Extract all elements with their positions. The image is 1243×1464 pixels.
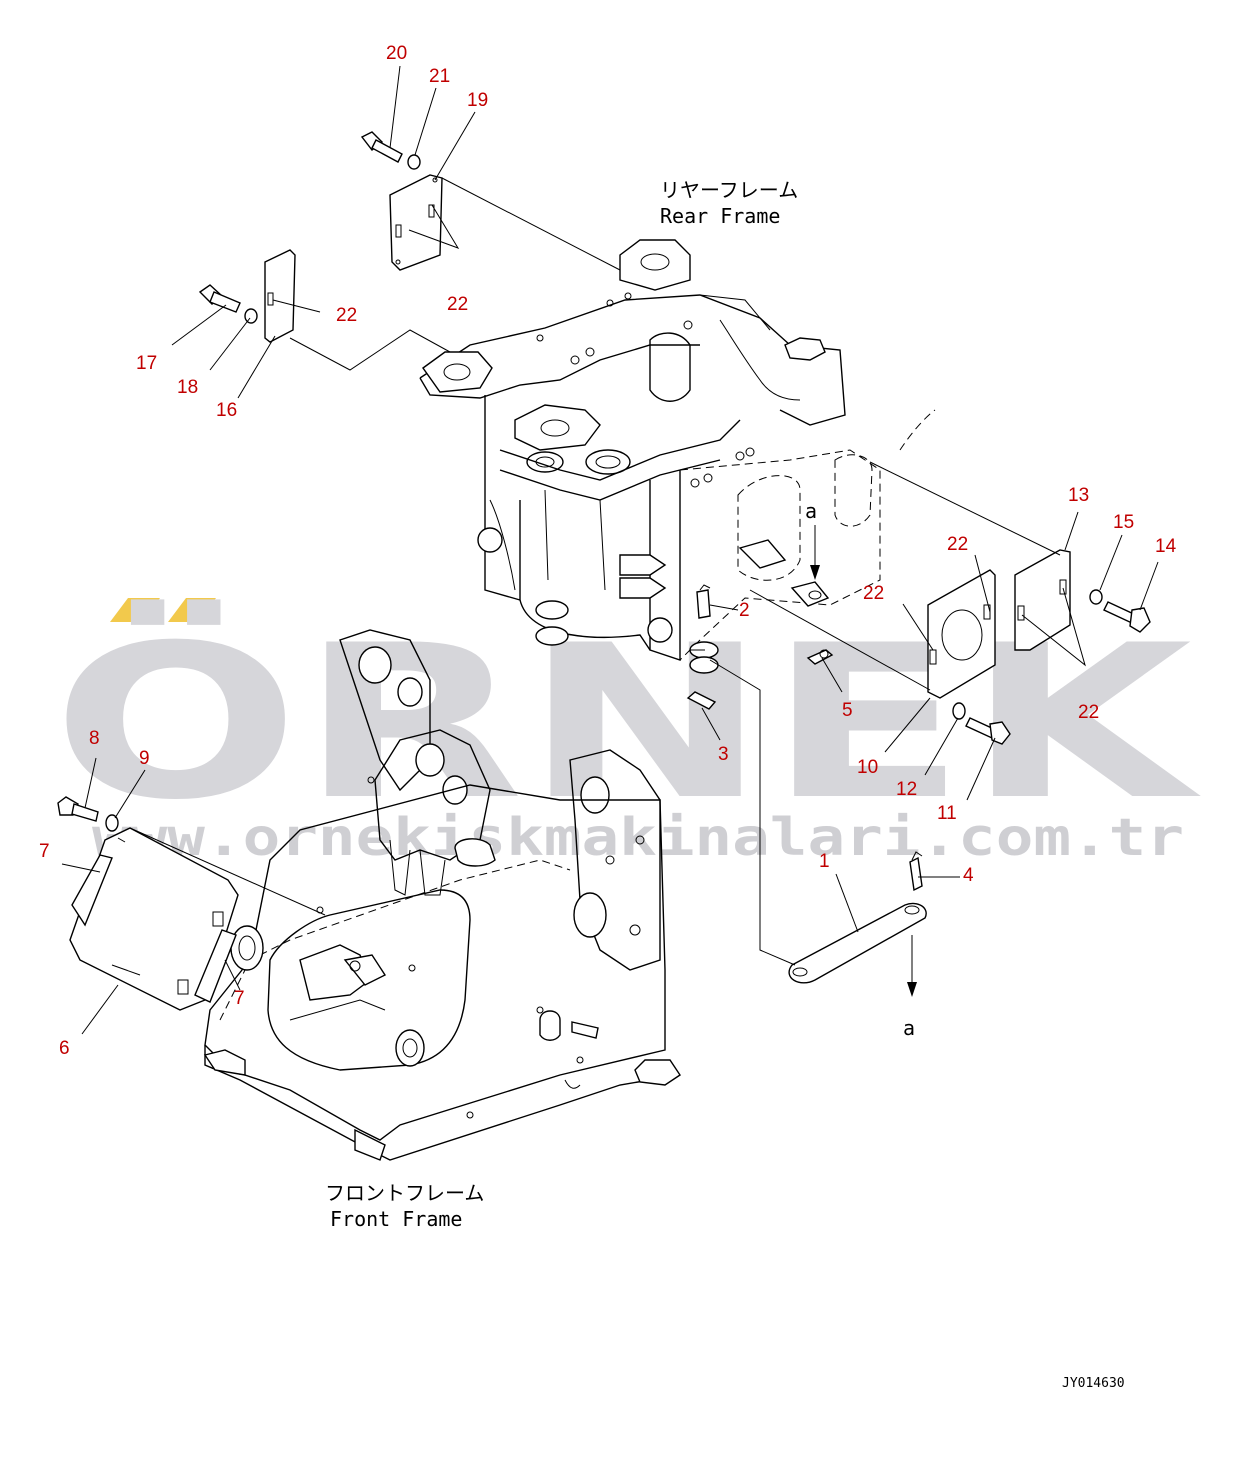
assembly-lines: [117, 177, 1061, 966]
view-marker-bottom: a: [903, 1016, 915, 1040]
lock-pin-5: [806, 649, 834, 665]
callout-22: 22: [1078, 702, 1099, 723]
view-arrow-top: [810, 525, 820, 580]
callout-20: 20: [386, 43, 407, 64]
callout-15: 15: [1113, 512, 1134, 533]
rear-frame-drawing: [419, 239, 936, 674]
front-frame-label-jp: フロントフレーム: [325, 1181, 484, 1205]
front-frame-drawing: [203, 629, 681, 1161]
callout-18: 18: [177, 377, 198, 398]
callout-21: 21: [429, 66, 450, 87]
cover-plate-19: [389, 174, 443, 271]
callout-13: 13: [1068, 485, 1089, 506]
watermark-accent-mark-left: [110, 598, 160, 622]
bolt-11: [965, 717, 1011, 745]
callout-16: 16: [216, 400, 237, 421]
washer-12: [952, 702, 966, 720]
view-marker-top: a: [805, 499, 817, 523]
rear-frame-label-jp: リヤーフレーム: [660, 178, 798, 202]
callout-11: 11: [937, 803, 957, 824]
watermark-accent-mark-right: [168, 598, 216, 622]
callout-22: 22: [447, 294, 468, 315]
pin-3: [686, 691, 717, 710]
callout-5: 5: [842, 700, 853, 721]
callout-4: 4: [963, 865, 974, 886]
rear-frame-label-en: Rear Frame: [660, 204, 780, 228]
washer-18: [244, 308, 258, 324]
callout-9: 9: [139, 748, 150, 769]
front-frame-label-en: Front Frame: [330, 1207, 462, 1231]
callout-7: 7: [234, 988, 245, 1009]
callout-1: 1: [819, 851, 830, 872]
callout-7: 7: [39, 841, 50, 862]
callout-22: 22: [336, 305, 357, 326]
strap-7-right: [194, 929, 237, 1003]
callout-2: 2: [739, 600, 750, 621]
callout-10: 10: [857, 757, 878, 778]
pin-4: [909, 851, 923, 892]
bolt-14: [1103, 601, 1151, 633]
watermark-brand: ÖRNEK: [52, 599, 1201, 846]
bolt-20: [360, 131, 403, 163]
washer-15: [1089, 589, 1103, 605]
watermark: ÖRNEK www.ornekiskmakinalari.com.tr: [52, 598, 1201, 868]
pin-2: [696, 584, 711, 619]
cover-plate-6: [69, 827, 239, 1011]
callout-12: 12: [896, 779, 917, 800]
view-arrow-bottom: [907, 935, 917, 997]
callouts: 20 21 19 22 22 17 18 16 13 15 14 22 22 2…: [39, 43, 1177, 1059]
callout-3: 3: [718, 744, 729, 765]
callout-8: 8: [89, 728, 100, 749]
bolt-17: [198, 284, 241, 313]
cover-plate-10: [927, 569, 996, 699]
washer-9: [105, 814, 119, 832]
leader-lines: [61, 65, 1159, 1035]
callout-14: 14: [1155, 536, 1177, 557]
callout-6: 6: [59, 1038, 70, 1059]
callout-22: 22: [863, 583, 884, 604]
cover-plate-16: [264, 249, 296, 343]
strap-7-left: [71, 854, 113, 927]
bolt-8: [57, 796, 99, 822]
callout-19: 19: [467, 90, 488, 111]
callout-17: 17: [136, 353, 157, 374]
cover-plate-13: [1014, 549, 1071, 651]
washer-21: [407, 154, 421, 170]
watermark-url: www.ornekiskmakinalari.com.tr: [92, 808, 1184, 868]
lock-bar-1: [788, 902, 927, 984]
callout-22: 22: [947, 534, 968, 555]
drawing-id: JY014630: [1062, 1376, 1125, 1391]
